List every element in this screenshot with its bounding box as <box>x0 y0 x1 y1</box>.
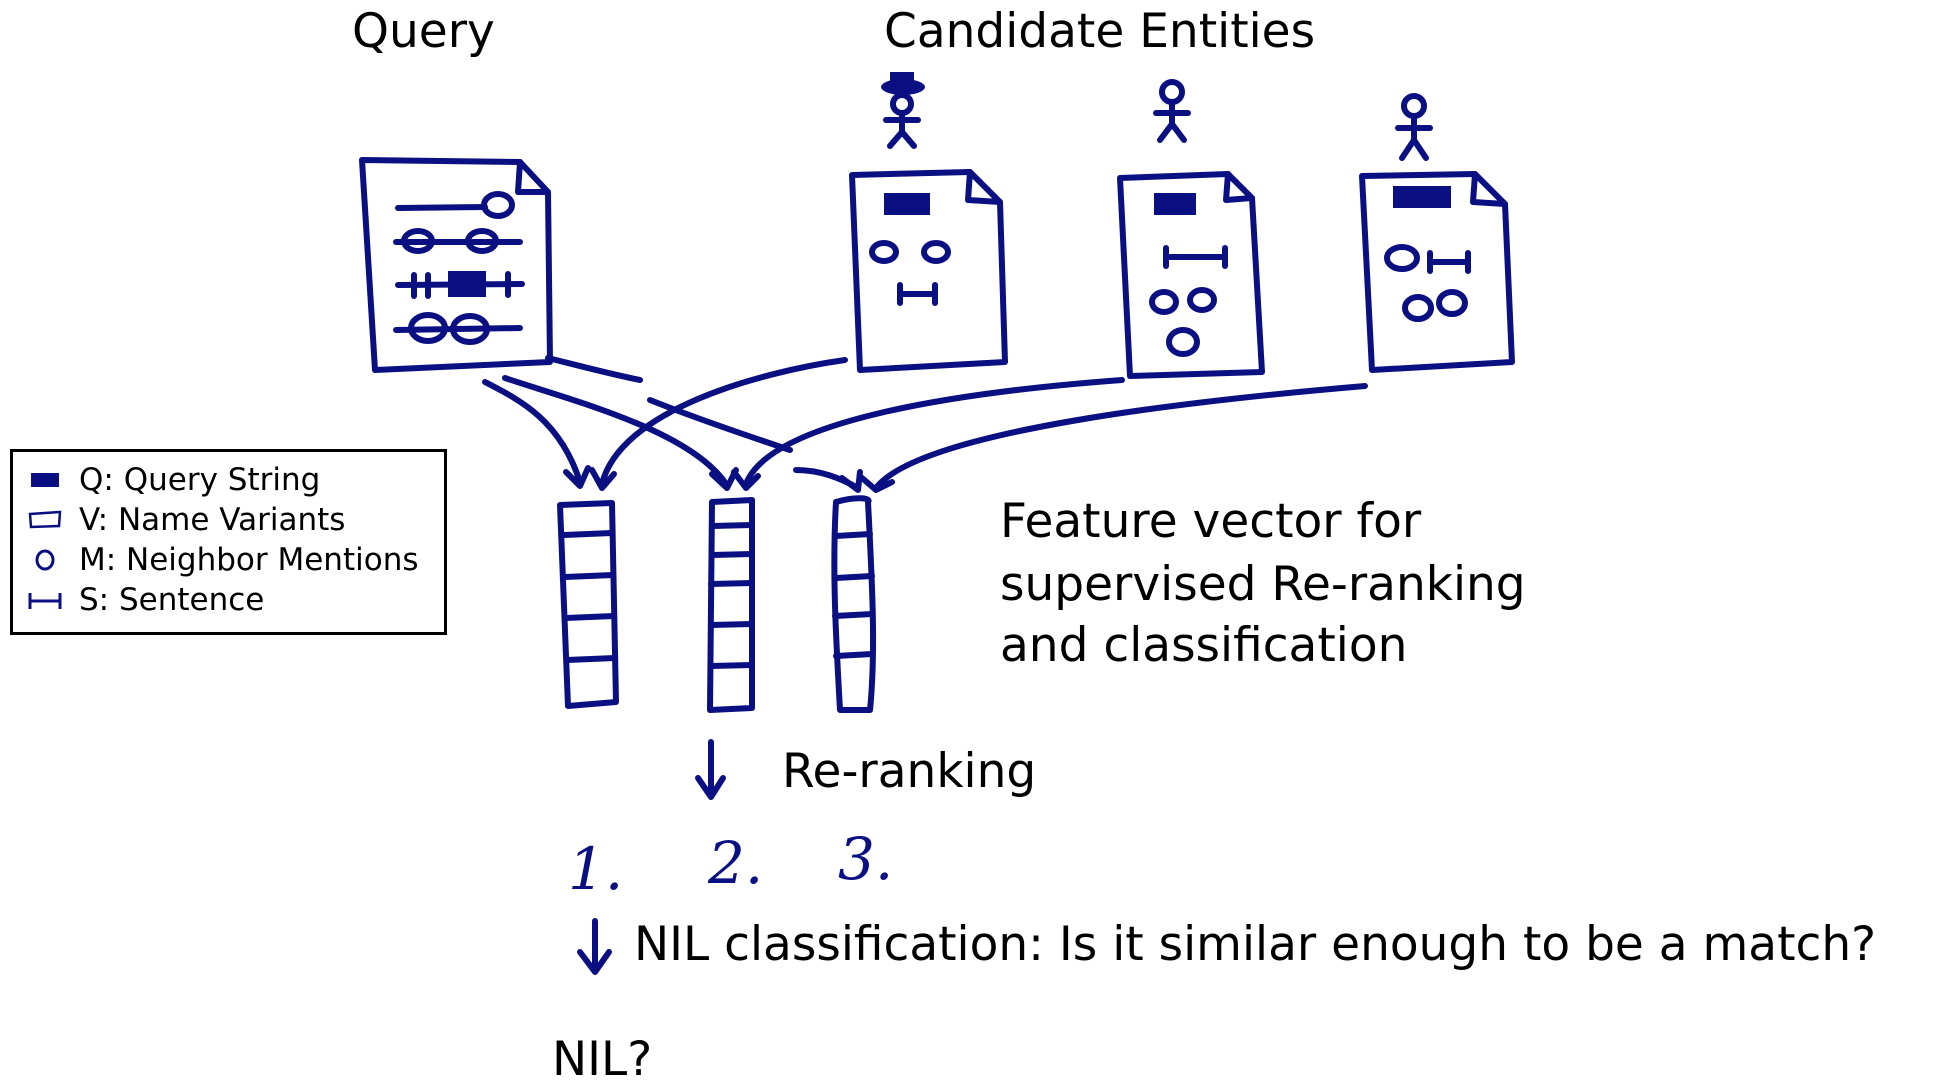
rank-3: 3. <box>838 825 894 893</box>
legend: Q: Query String V: Name Variants M: Neig… <box>10 449 447 635</box>
legend-item-sentence: S: Sentence <box>25 580 264 620</box>
nil-question: NIL classification: Is it similar enough… <box>634 917 1877 972</box>
person-with-hat-icon <box>881 72 925 149</box>
legend-label: S: Sentence <box>79 582 265 618</box>
candidate-entity-3 <box>1359 93 1515 373</box>
person-icon <box>1395 93 1433 161</box>
person-icon <box>1153 79 1191 143</box>
reranking-arrow <box>695 739 726 800</box>
query-string-icon <box>31 473 59 487</box>
query-heading: Query <box>352 4 495 59</box>
legend-label: Q: Query String <box>79 462 321 498</box>
feature-vector-1 <box>557 500 619 709</box>
nil-arrow <box>577 918 612 975</box>
feature-text-line-3: and classification <box>1000 618 1408 673</box>
reranking-label: Re-ranking <box>782 744 1037 799</box>
legend-item-name-variants: V: Name Variants <box>25 500 345 540</box>
feature-vector-2 <box>707 497 755 713</box>
flow-arrows <box>482 355 1368 493</box>
legend-item-query-string: Q: Query String <box>25 460 320 500</box>
legend-label: V: Name Variants <box>79 502 346 538</box>
neighbor-mention-icon <box>35 549 55 571</box>
legend-item-neighbor-mentions: M: Neighbor Mentions <box>25 540 419 580</box>
candidates-heading: Candidate Entities <box>884 4 1316 59</box>
candidate-entity-2 <box>1117 79 1265 379</box>
candidate-entity-1 <box>849 72 1008 373</box>
rank-2: 2. <box>708 829 764 897</box>
legend-label: M: Neighbor Mentions <box>79 542 419 578</box>
feature-vector-3 <box>831 495 877 713</box>
query-document <box>359 157 553 373</box>
sentence-icon <box>28 593 62 609</box>
feature-text-line-1: Feature vector for <box>1000 494 1422 549</box>
nil-result: NIL? <box>552 1032 653 1087</box>
name-variant-icon <box>28 510 62 529</box>
rank-1: 1. <box>568 835 624 903</box>
feature-text-line-2: supervised Re-ranking <box>1000 557 1526 612</box>
